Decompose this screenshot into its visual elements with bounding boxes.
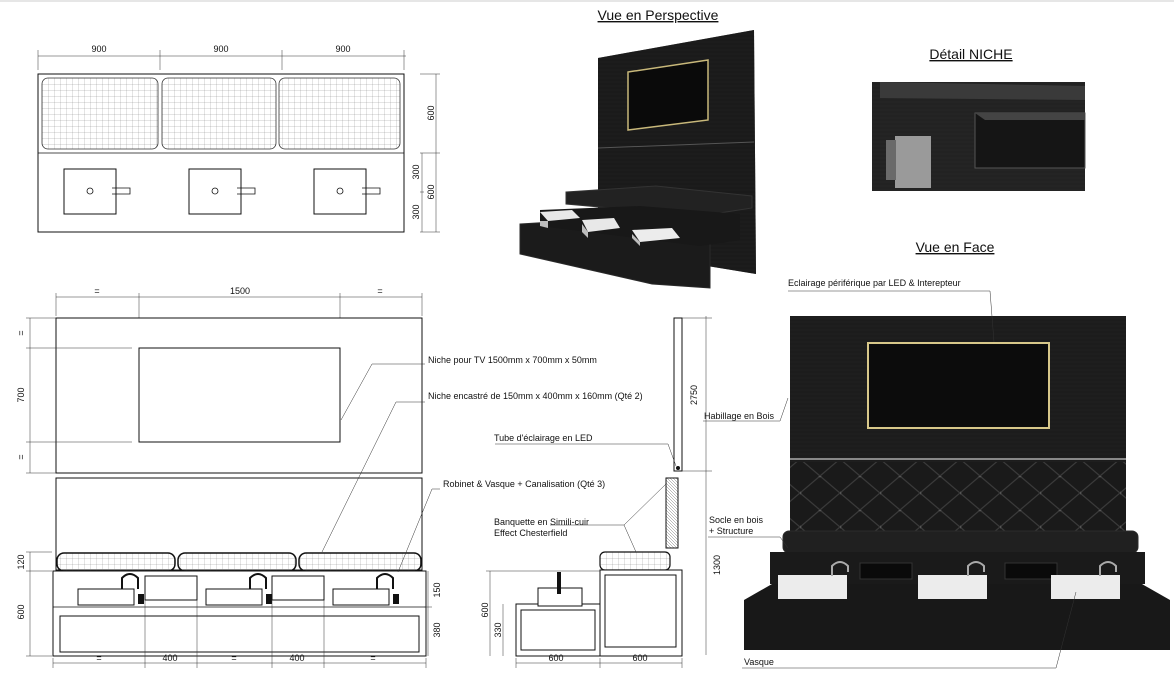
plan-basin <box>188 168 242 215</box>
section-dim-330: 330 <box>493 622 503 637</box>
elev-cushion <box>56 552 176 572</box>
section-dim-1300: 1300 <box>712 555 722 575</box>
plan-cushion <box>161 77 277 150</box>
plan-height-mid2: 300 <box>411 204 421 219</box>
detail-niche-render <box>872 82 1086 191</box>
section-dim-600-b: 600 <box>632 653 647 663</box>
annotation-socle-2: + Structure <box>709 526 753 536</box>
elev-bottom-dim-1: = <box>96 653 101 663</box>
elev-top-dim-2: 1500 <box>230 286 250 296</box>
annotation-banquette-2: Effect Chesterfield <box>494 528 567 538</box>
annotation-socle-1: Socle en bois <box>709 515 764 525</box>
elev-left-dim-3: = <box>16 454 26 459</box>
plan-cushion <box>41 77 159 150</box>
elev-left-dim-4: 120 <box>16 554 26 569</box>
plan-height-bottom: 600 <box>426 184 436 199</box>
plan-view: 900 900 900 600 300 300 600 <box>37 44 440 233</box>
front-render <box>703 290 1170 669</box>
plan-width-3: 900 <box>335 44 350 54</box>
perspective-render <box>519 30 756 289</box>
section-dim-2750: 2750 <box>689 385 699 405</box>
elev-bottom-dim-4: 400 <box>289 653 304 663</box>
annotation-habillage: Habillage en Bois <box>704 411 775 421</box>
elev-cushion <box>177 552 297 572</box>
elev-top-dim-3: = <box>377 286 382 296</box>
title-perspective: Vue en Perspective <box>598 7 719 23</box>
elev-right-dim-1: 150 <box>432 582 442 597</box>
elev-left-dim-1: = <box>16 330 26 335</box>
annotation-niche-tv: Niche pour TV 1500mm x 700mm x 50mm <box>428 355 597 365</box>
section-dim-600-h: 600 <box>480 602 490 617</box>
plan-basin <box>63 168 117 215</box>
title-detail-niche: Détail NICHE <box>929 46 1012 62</box>
plan-height-top: 600 <box>426 105 436 120</box>
annotation-tube-led: Tube d'éclairage en LED <box>494 433 593 443</box>
annotation-niche-encastre: Niche encastré de 150mm x 400mm x 160mm … <box>428 391 643 401</box>
tv-niche <box>138 347 341 443</box>
front-elevation: = 1500 = = 700 = <box>16 286 442 668</box>
elev-bottom-dim-2: 400 <box>162 653 177 663</box>
side-section: 2750 1300 600 330 600 600 <box>480 316 722 668</box>
annotation-banquette-1: Banquette en Simili-cuir <box>494 517 589 527</box>
annotation-robinet: Robinet & Vasque + Canalisation (Qté 3) <box>443 479 605 489</box>
section-dim-600-a: 600 <box>548 653 563 663</box>
elev-bottom-dim-3: = <box>231 653 236 663</box>
elev-top-dim-1: = <box>94 286 99 296</box>
plan-cushion <box>278 77 401 150</box>
elev-bottom-dim-5: = <box>370 653 375 663</box>
elev-left-dim-2: 700 <box>16 387 26 402</box>
plan-width-1: 900 <box>91 44 106 54</box>
plan-width-2: 900 <box>213 44 228 54</box>
plan-height-mid1: 300 <box>411 164 421 179</box>
elev-left-dim-5: 600 <box>16 604 26 619</box>
title-face: Vue en Face <box>916 239 995 255</box>
elev-cushion <box>298 552 422 572</box>
annotation-eclairage: Eclairage périférique par LED & Interept… <box>788 278 961 288</box>
plan-basin <box>313 168 367 215</box>
annotation-vasque: Vasque <box>744 657 774 667</box>
elev-right-dim-2: 380 <box>432 622 442 637</box>
